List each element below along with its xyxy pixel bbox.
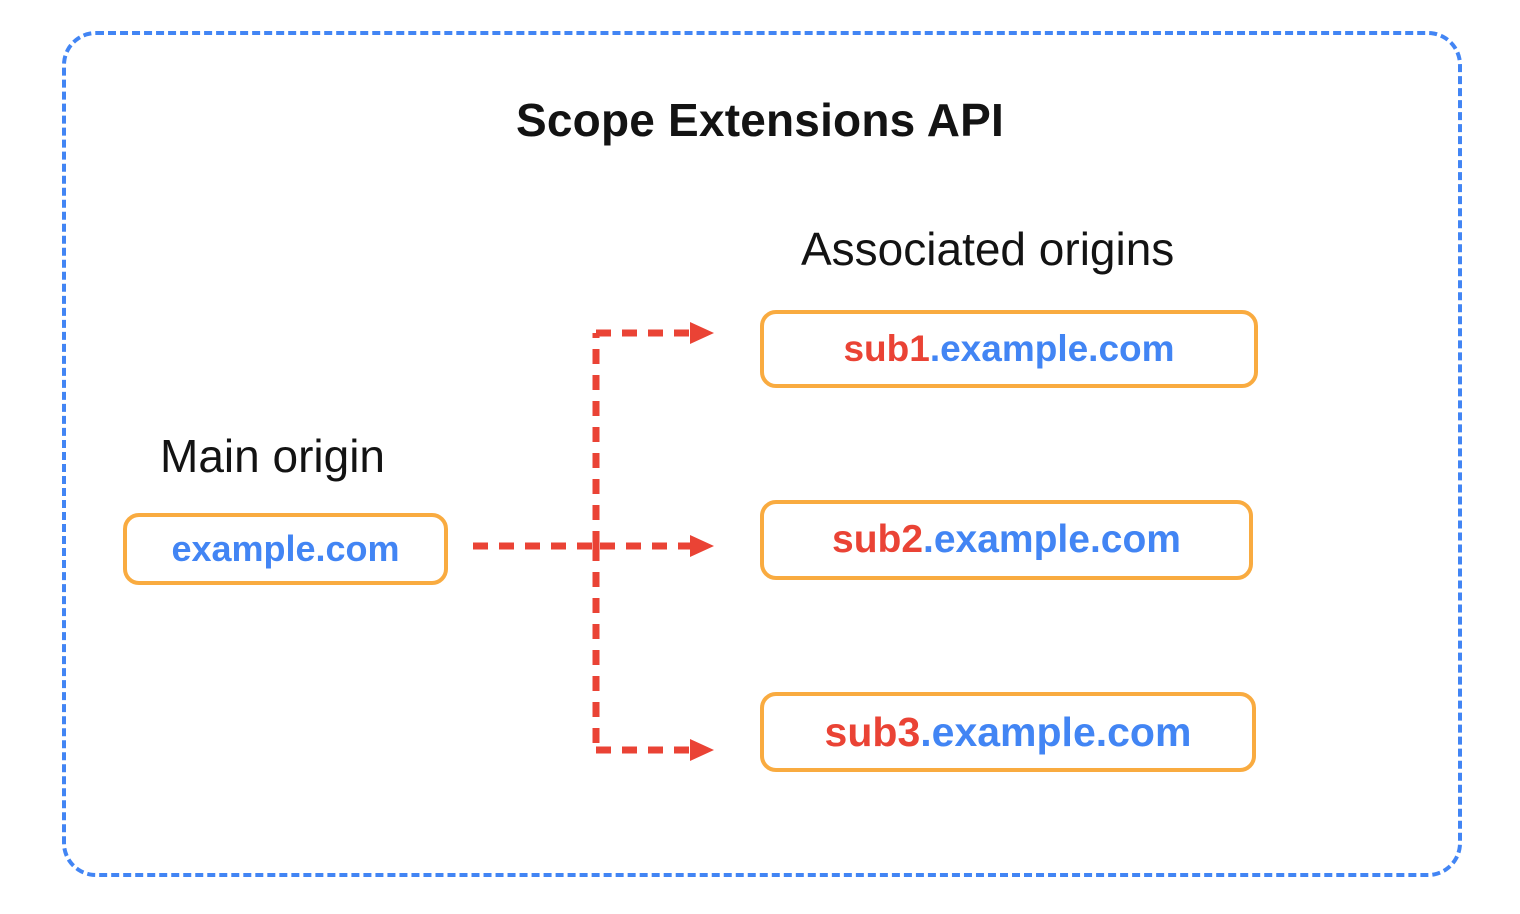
main-origin-domain-text: example.com — [171, 528, 400, 569]
associated-origin-sub1-subdomain: sub1 — [843, 328, 930, 369]
main-origin-box: example.com — [123, 513, 448, 585]
associated-origin-box-sub2: sub2.example.com — [760, 500, 1253, 580]
page-title: Scope Extensions API — [516, 94, 1004, 146]
associated-origin-sub2-domain: .example.com — [923, 518, 1181, 561]
main-origin-heading: Main origin — [160, 430, 385, 482]
associated-origin-sub3-subdomain: sub3 — [824, 708, 921, 755]
associated-origin-box-sub3: sub3.example.com — [760, 692, 1256, 772]
associated-origin-sub3-domain: .example.com — [920, 708, 1192, 755]
associated-origin-box-sub1: sub1.example.com — [760, 310, 1258, 388]
associated-origin-sub1-domain: .example.com — [929, 328, 1175, 369]
associated-origins-heading: Associated origins — [801, 223, 1175, 275]
associated-origin-sub2-subdomain: sub2 — [832, 518, 924, 561]
